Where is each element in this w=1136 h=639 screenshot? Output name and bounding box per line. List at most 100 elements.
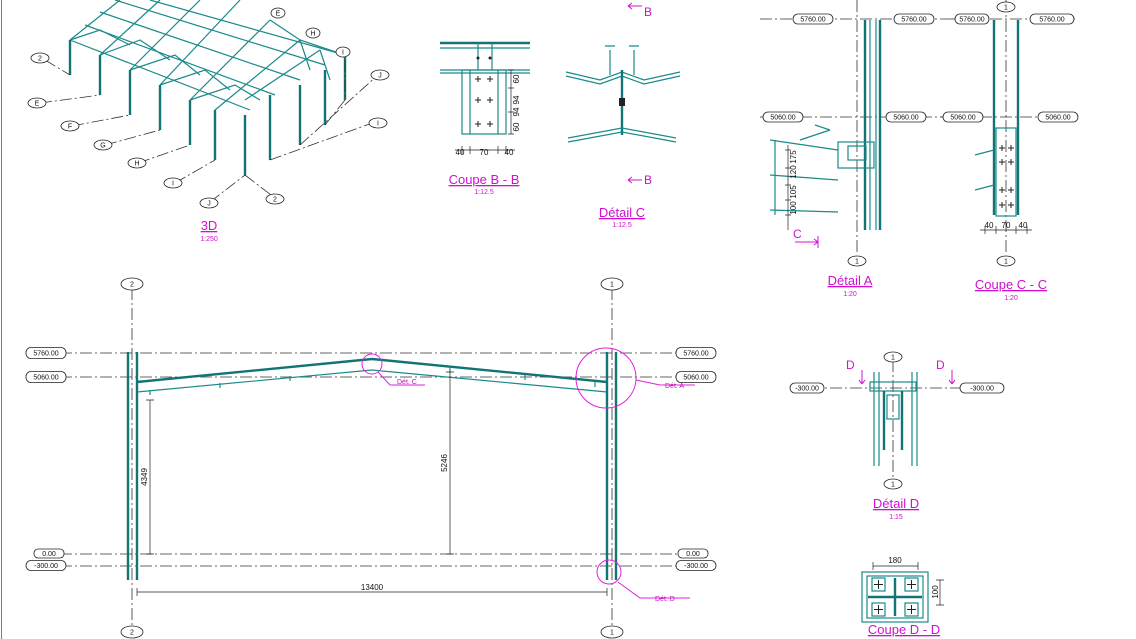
svg-text:-300.00: -300.00 bbox=[970, 386, 994, 393]
svg-text:5060.00: 5060.00 bbox=[950, 115, 975, 122]
svg-text:40: 40 bbox=[505, 148, 514, 157]
svg-text:5060.00: 5060.00 bbox=[893, 115, 918, 122]
svg-text:I: I bbox=[342, 50, 344, 57]
svg-text:Dét. C: Dét. C bbox=[397, 379, 417, 386]
svg-text:100: 100 bbox=[931, 585, 940, 599]
svg-text:D: D bbox=[936, 358, 945, 372]
svg-text:5760.00: 5760.00 bbox=[1039, 17, 1064, 24]
view-detail-a[interactable]: 5760.00 5760.00 5060.00 5060.00 175 120 … bbox=[760, 0, 950, 298]
svg-text:1: 1 bbox=[610, 282, 614, 289]
d-title: Détail D bbox=[873, 496, 919, 511]
svg-text:5060.00: 5060.00 bbox=[33, 375, 58, 382]
svg-text:-300.00: -300.00 bbox=[795, 386, 819, 393]
svg-text:94: 94 bbox=[512, 107, 521, 116]
svg-text:94: 94 bbox=[512, 95, 521, 104]
svg-text:E: E bbox=[276, 11, 281, 18]
svg-text:B: B bbox=[644, 5, 652, 19]
svg-text:1: 1 bbox=[1004, 259, 1008, 266]
svg-text:5060.00: 5060.00 bbox=[770, 115, 795, 122]
svg-text:0.00: 0.00 bbox=[686, 551, 700, 558]
svg-text:100: 100 bbox=[789, 201, 798, 215]
svg-text:E: E bbox=[35, 101, 40, 108]
svg-text:5760.00: 5760.00 bbox=[959, 17, 984, 24]
svg-text:I: I bbox=[172, 181, 174, 188]
svg-text:120: 120 bbox=[789, 165, 798, 179]
svg-text:60: 60 bbox=[512, 122, 521, 131]
3d-scale: 1:250 bbox=[200, 236, 218, 243]
3d-roof-frame bbox=[69, 0, 346, 111]
svg-text:2: 2 bbox=[38, 56, 42, 63]
svg-text:1: 1 bbox=[1004, 5, 1008, 12]
svg-text:5760.00: 5760.00 bbox=[683, 351, 708, 358]
svg-text:1: 1 bbox=[891, 355, 895, 362]
view-detail-d[interactable]: -300.00 -300.00 1 D D 1 Détail D 1:15 bbox=[789, 351, 1005, 521]
svg-text:Dét. D: Dét. D bbox=[655, 596, 675, 603]
cc-title: Coupe C - C bbox=[975, 277, 1047, 292]
dd-title: Coupe D - D bbox=[868, 622, 940, 637]
bb-title: Coupe B - B bbox=[449, 172, 520, 187]
rafter bbox=[136, 357, 608, 384]
svg-text:1: 1 bbox=[610, 630, 614, 637]
3d-grid-lines bbox=[39, 51, 379, 203]
view-coupe-cc[interactable]: 5760.00 5760.00 5060.00 5060.00 1 40 70 … bbox=[940, 0, 1079, 302]
3d-title: 3D bbox=[201, 218, 218, 233]
svg-text:J: J bbox=[207, 201, 211, 208]
svg-text:B: B bbox=[644, 173, 652, 187]
cc-scale: 1:20 bbox=[1004, 295, 1018, 302]
3d-grid-bubbles: 2 E F G H I J 2 J I I E H bbox=[27, 7, 390, 209]
svg-text:105: 105 bbox=[789, 185, 798, 199]
elev-level-tags-left: 5760.00 5060.00 0.00 -300.00 bbox=[25, 347, 67, 571]
svg-text:40: 40 bbox=[1019, 221, 1028, 230]
svg-text:D: D bbox=[846, 358, 855, 372]
svg-text:J: J bbox=[378, 73, 382, 80]
svg-text:2: 2 bbox=[130, 282, 134, 289]
svg-text:60: 60 bbox=[512, 74, 521, 83]
c-title: Détail C bbox=[599, 205, 645, 220]
svg-text:C: C bbox=[793, 227, 802, 241]
c-scale: 1:12.5 bbox=[612, 222, 632, 229]
svg-text:1: 1 bbox=[891, 482, 895, 489]
bb-bolts bbox=[475, 76, 493, 127]
svg-text:G: G bbox=[100, 143, 105, 150]
svg-text:2: 2 bbox=[273, 197, 277, 204]
view-elevation[interactable]: 2 1 2 1 5760.00 5060.00 0.00 -300.00 576… bbox=[25, 277, 717, 639]
3d-columns bbox=[68, 40, 347, 175]
svg-text:180: 180 bbox=[888, 556, 902, 565]
right-column bbox=[605, 352, 618, 580]
view-coupe-bb[interactable]: 60 94 94 60 40 70 40 Coupe B - B 1:12.5 bbox=[440, 41, 530, 196]
view-coupe-dd[interactable]: 180 100 Coupe D - D bbox=[861, 556, 944, 637]
svg-text:70: 70 bbox=[1002, 221, 1011, 230]
svg-text:5760.00: 5760.00 bbox=[800, 17, 825, 24]
svg-text:40: 40 bbox=[456, 148, 465, 157]
d-scale: 1:15 bbox=[889, 514, 903, 521]
svg-text:5060.00: 5060.00 bbox=[683, 375, 708, 382]
svg-text:5760.00: 5760.00 bbox=[33, 351, 58, 358]
svg-text:1: 1 bbox=[855, 259, 859, 266]
a-title: Détail A bbox=[828, 273, 873, 288]
elev-callouts: Dét. C Dét. A Dét. D bbox=[361, 347, 695, 603]
bb-scale: 1:12.5 bbox=[474, 189, 494, 196]
view-3d[interactable]: 2 E F G H I J 2 J I I E H 3D 1:250 bbox=[27, 0, 390, 243]
svg-text:5060.00: 5060.00 bbox=[1045, 115, 1070, 122]
svg-text:175: 175 bbox=[789, 150, 798, 164]
svg-text:40: 40 bbox=[985, 221, 994, 230]
svg-text:13400: 13400 bbox=[361, 583, 384, 592]
svg-text:Dét. A: Dét. A bbox=[665, 383, 684, 390]
svg-text:H: H bbox=[134, 161, 139, 168]
view-detail-c[interactable]: B B Détail C 1:12.5 bbox=[565, 2, 681, 229]
svg-text:-300.00: -300.00 bbox=[684, 563, 708, 570]
svg-text:70: 70 bbox=[480, 148, 489, 157]
svg-text:F: F bbox=[68, 124, 72, 131]
elev-level-tags-right: 5760.00 5060.00 0.00 -300.00 bbox=[675, 347, 717, 571]
svg-text:5246: 5246 bbox=[440, 454, 449, 472]
svg-text:5760.00: 5760.00 bbox=[901, 17, 926, 24]
svg-text:-300.00: -300.00 bbox=[34, 563, 58, 570]
a-scale: 1:20 bbox=[843, 291, 857, 298]
svg-text:H: H bbox=[310, 31, 315, 38]
svg-text:I: I bbox=[377, 121, 379, 128]
svg-text:0.00: 0.00 bbox=[42, 551, 56, 558]
svg-text:4349: 4349 bbox=[140, 468, 149, 486]
svg-text:2: 2 bbox=[130, 630, 134, 637]
